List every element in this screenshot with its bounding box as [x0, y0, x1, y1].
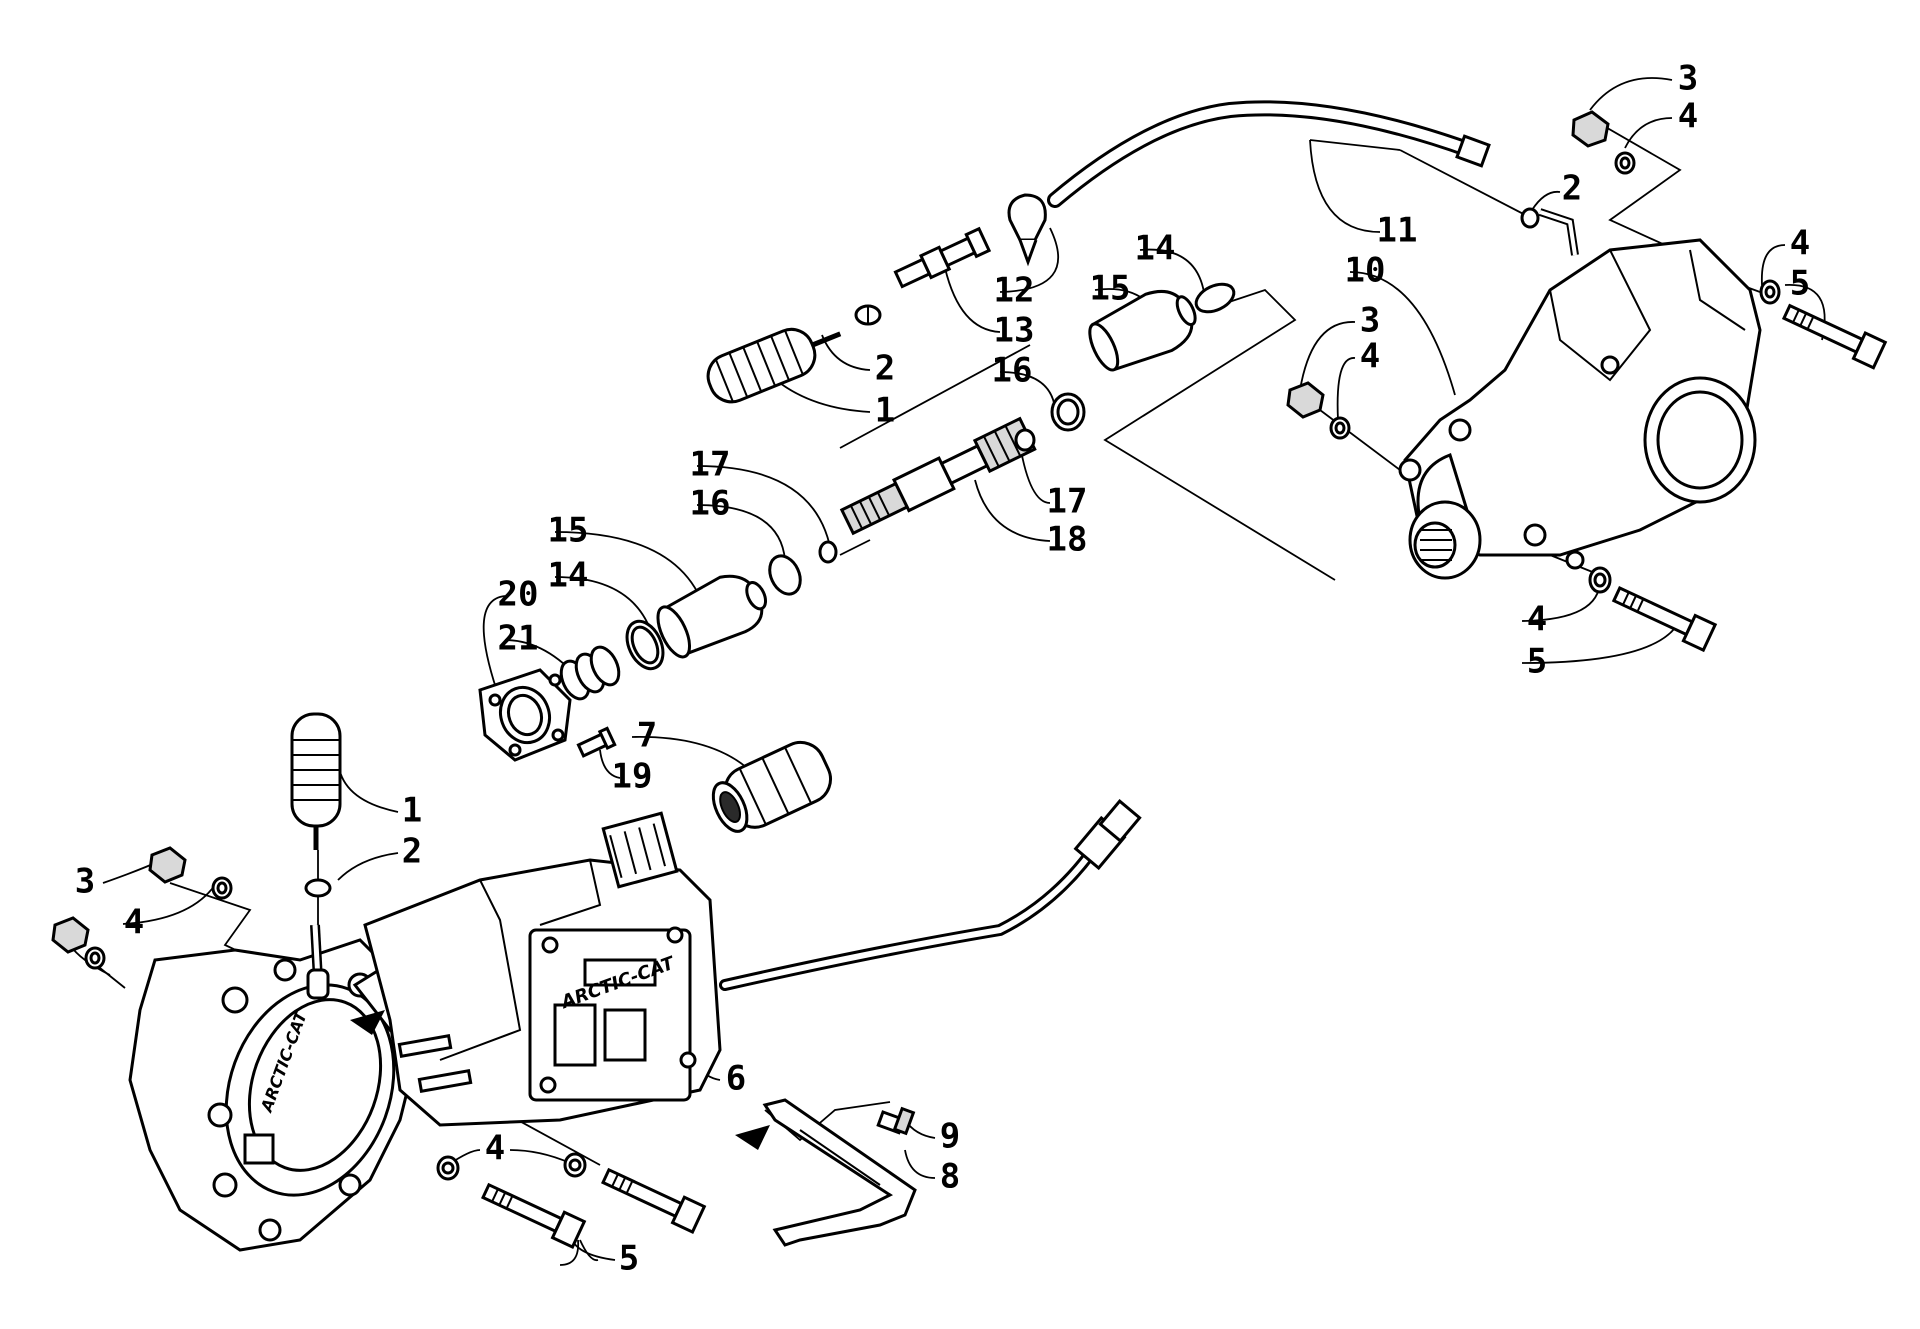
drive-shaft	[839, 416, 1037, 536]
callout-c-5-r1: 5	[1790, 264, 1810, 304]
callout-c-5-br: 5	[1527, 642, 1547, 682]
callout-c-3-bl: 3	[75, 862, 95, 902]
bearing-retainer-20	[478, 668, 572, 762]
callout-c-2-tr: 2	[1562, 169, 1582, 209]
cable-clip	[1007, 193, 1047, 267]
washer-4-bottom-b	[563, 1152, 587, 1178]
callout-c-15-tr: 15	[1090, 269, 1131, 309]
nut-3-bottom-left-b	[51, 916, 90, 954]
callout-c-1-bot: 1	[402, 791, 422, 831]
callout-c-10: 10	[1345, 251, 1386, 291]
callout-c-17-r: 17	[1047, 482, 1088, 522]
callout-c-4-bot: 4	[485, 1129, 505, 1169]
callout-c-14-l: 14	[548, 556, 589, 596]
hose-clip-top	[854, 304, 882, 326]
callout-c-16-l: 16	[690, 484, 731, 524]
washer-4-mid	[1329, 416, 1351, 440]
callout-c-4-r1: 4	[1790, 224, 1810, 264]
washer-4-bottom-a	[436, 1155, 460, 1181]
clip-2-top-right	[1520, 207, 1540, 229]
washer-4-bottom-right	[1588, 566, 1612, 594]
washer-4-top-right	[1614, 151, 1636, 175]
front-gearcase: ARCTIC-CAT	[128, 924, 422, 1252]
callout-c-21: 21	[498, 619, 539, 659]
arrow-left-gearcase	[350, 1010, 385, 1035]
callout-labels: 3421110141512131621453417181716151420217…	[75, 59, 1810, 1279]
shift-cable	[1047, 100, 1579, 256]
boot-1-bottom	[290, 712, 342, 850]
callout-c-3-mid: 3	[1360, 301, 1380, 341]
screw-19	[576, 726, 617, 758]
bolt-5-bottom-right	[1611, 586, 1718, 653]
callout-c-3-tr: 3	[1678, 59, 1698, 99]
callout-c-5-bot: 5	[619, 1239, 639, 1279]
wire-harness	[719, 799, 1142, 991]
callout-c-1-top: 1	[875, 391, 895, 431]
snap-ring-17-right	[1014, 428, 1036, 452]
cable-boot-top	[706, 327, 842, 404]
clip-2-bottom	[304, 878, 332, 898]
boot-clamp-top	[1194, 282, 1236, 314]
callout-c-20: 20	[498, 575, 539, 615]
arrow-bracket	[735, 1125, 770, 1150]
nut-3-top-right	[1571, 110, 1610, 148]
shift-actuator: ARCTIC-CAT	[363, 811, 722, 1127]
cable-fitting	[893, 226, 992, 289]
boot-7	[711, 740, 832, 833]
spring-21	[559, 645, 621, 701]
callout-c-2-bot: 2	[402, 832, 422, 872]
callout-c-18: 18	[1047, 520, 1088, 560]
washer-4-right	[1759, 279, 1781, 305]
callout-c-6: 6	[726, 1059, 746, 1099]
callout-c-19: 19	[612, 757, 653, 797]
washer-4-bottom-left-b	[84, 946, 106, 970]
cv-boot-left	[656, 574, 768, 659]
callout-c-13: 13	[994, 311, 1035, 351]
bolt-5-bottom-a	[481, 1182, 587, 1249]
nut-3-bottom-left-a	[148, 846, 187, 884]
callout-c-4-mid: 4	[1360, 337, 1380, 377]
callout-c-4-tr: 4	[1678, 97, 1698, 137]
boot-clamp-14-left	[625, 619, 665, 671]
bolt-5-right	[1781, 303, 1888, 370]
rear-drive-housing	[1398, 238, 1762, 580]
callout-c-14-tr: 14	[1135, 229, 1176, 269]
callout-c-12: 12	[994, 271, 1035, 311]
callout-c-4-br: 4	[1527, 600, 1547, 640]
bracket-8	[762, 1098, 917, 1247]
callout-c-9: 9	[940, 1117, 960, 1157]
screw-9	[876, 1106, 916, 1136]
cv-boot-top	[1088, 289, 1197, 372]
callout-c-8: 8	[940, 1157, 960, 1197]
boot-clamp-16-left	[768, 554, 802, 596]
boot-clamp-16-top	[1050, 392, 1086, 432]
nut-3-mid	[1286, 381, 1325, 419]
callout-c-11: 11	[1377, 211, 1418, 251]
callout-c-7: 7	[637, 716, 657, 756]
bolt-5-bottom-b	[601, 1167, 707, 1234]
callout-c-17-l: 17	[690, 445, 731, 485]
snap-ring-17-left	[818, 540, 838, 564]
callout-c-15-l: 15	[548, 511, 589, 551]
callout-c-16-tr: 16	[992, 351, 1033, 391]
callout-c-2-top: 2	[875, 349, 895, 389]
washer-4-bottom-left-a	[211, 876, 233, 900]
callout-c-4-bl: 4	[124, 903, 144, 943]
